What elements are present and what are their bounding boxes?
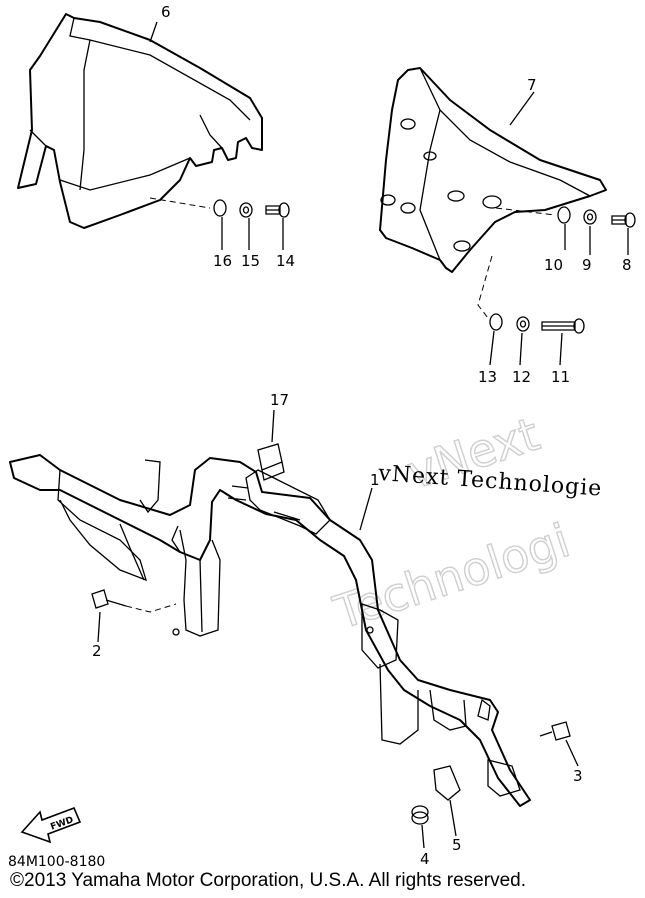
- screw-14: [265, 205, 281, 215]
- callout-5: 5: [452, 836, 462, 854]
- callout-1: 1: [370, 471, 380, 489]
- callout-14: 14: [276, 252, 295, 270]
- clip-part-17: [257, 409, 285, 481]
- callout-3: 3: [573, 767, 583, 785]
- callout-16: 16: [213, 252, 232, 270]
- copyright-notice: ©2013 Yamaha Motor Corporation, U.S.A. A…: [10, 870, 526, 891]
- washer-13: [489, 313, 503, 331]
- washer-10: [557, 206, 571, 224]
- callout-2: 2: [92, 642, 102, 660]
- callout-17: 17: [270, 391, 289, 409]
- nut-15: [239, 202, 253, 218]
- clip-part-5: [433, 765, 461, 837]
- callout-7: 7: [527, 76, 537, 94]
- nut-9: [583, 209, 597, 225]
- bolt-part-3: [539, 721, 579, 767]
- nut-12: [516, 316, 530, 332]
- hardware-lower: [477, 255, 585, 366]
- callout-9: 9: [582, 256, 592, 274]
- bolt-11: [541, 321, 576, 331]
- callout-11: 11: [551, 368, 570, 386]
- leader-part-7: [509, 91, 535, 126]
- hardware-cover-6: [149, 197, 290, 250]
- bolt-part-2: [91, 589, 177, 643]
- callout-12: 12: [512, 368, 531, 386]
- front-arrow-icon: FWD: [20, 806, 82, 844]
- bracket-frame-part-1: [9, 454, 531, 807]
- nut-part-4: [411, 805, 429, 849]
- diagram-code: 84M100-8180: [8, 854, 105, 870]
- leader-part-6: [149, 21, 158, 43]
- callout-15: 15: [241, 252, 260, 270]
- callout-6: 6: [161, 3, 171, 21]
- callout-4: 4: [420, 850, 430, 868]
- callout-13: 13: [478, 368, 497, 386]
- cover-part-7: [379, 67, 607, 273]
- washer-16: [213, 199, 227, 217]
- leader-part-1: [359, 487, 373, 531]
- screw-8: [611, 215, 627, 225]
- callout-10: 10: [544, 256, 563, 274]
- cover-part-6: [17, 13, 263, 229]
- hardware-cover-7: [495, 206, 636, 255]
- callout-8: 8: [622, 256, 632, 274]
